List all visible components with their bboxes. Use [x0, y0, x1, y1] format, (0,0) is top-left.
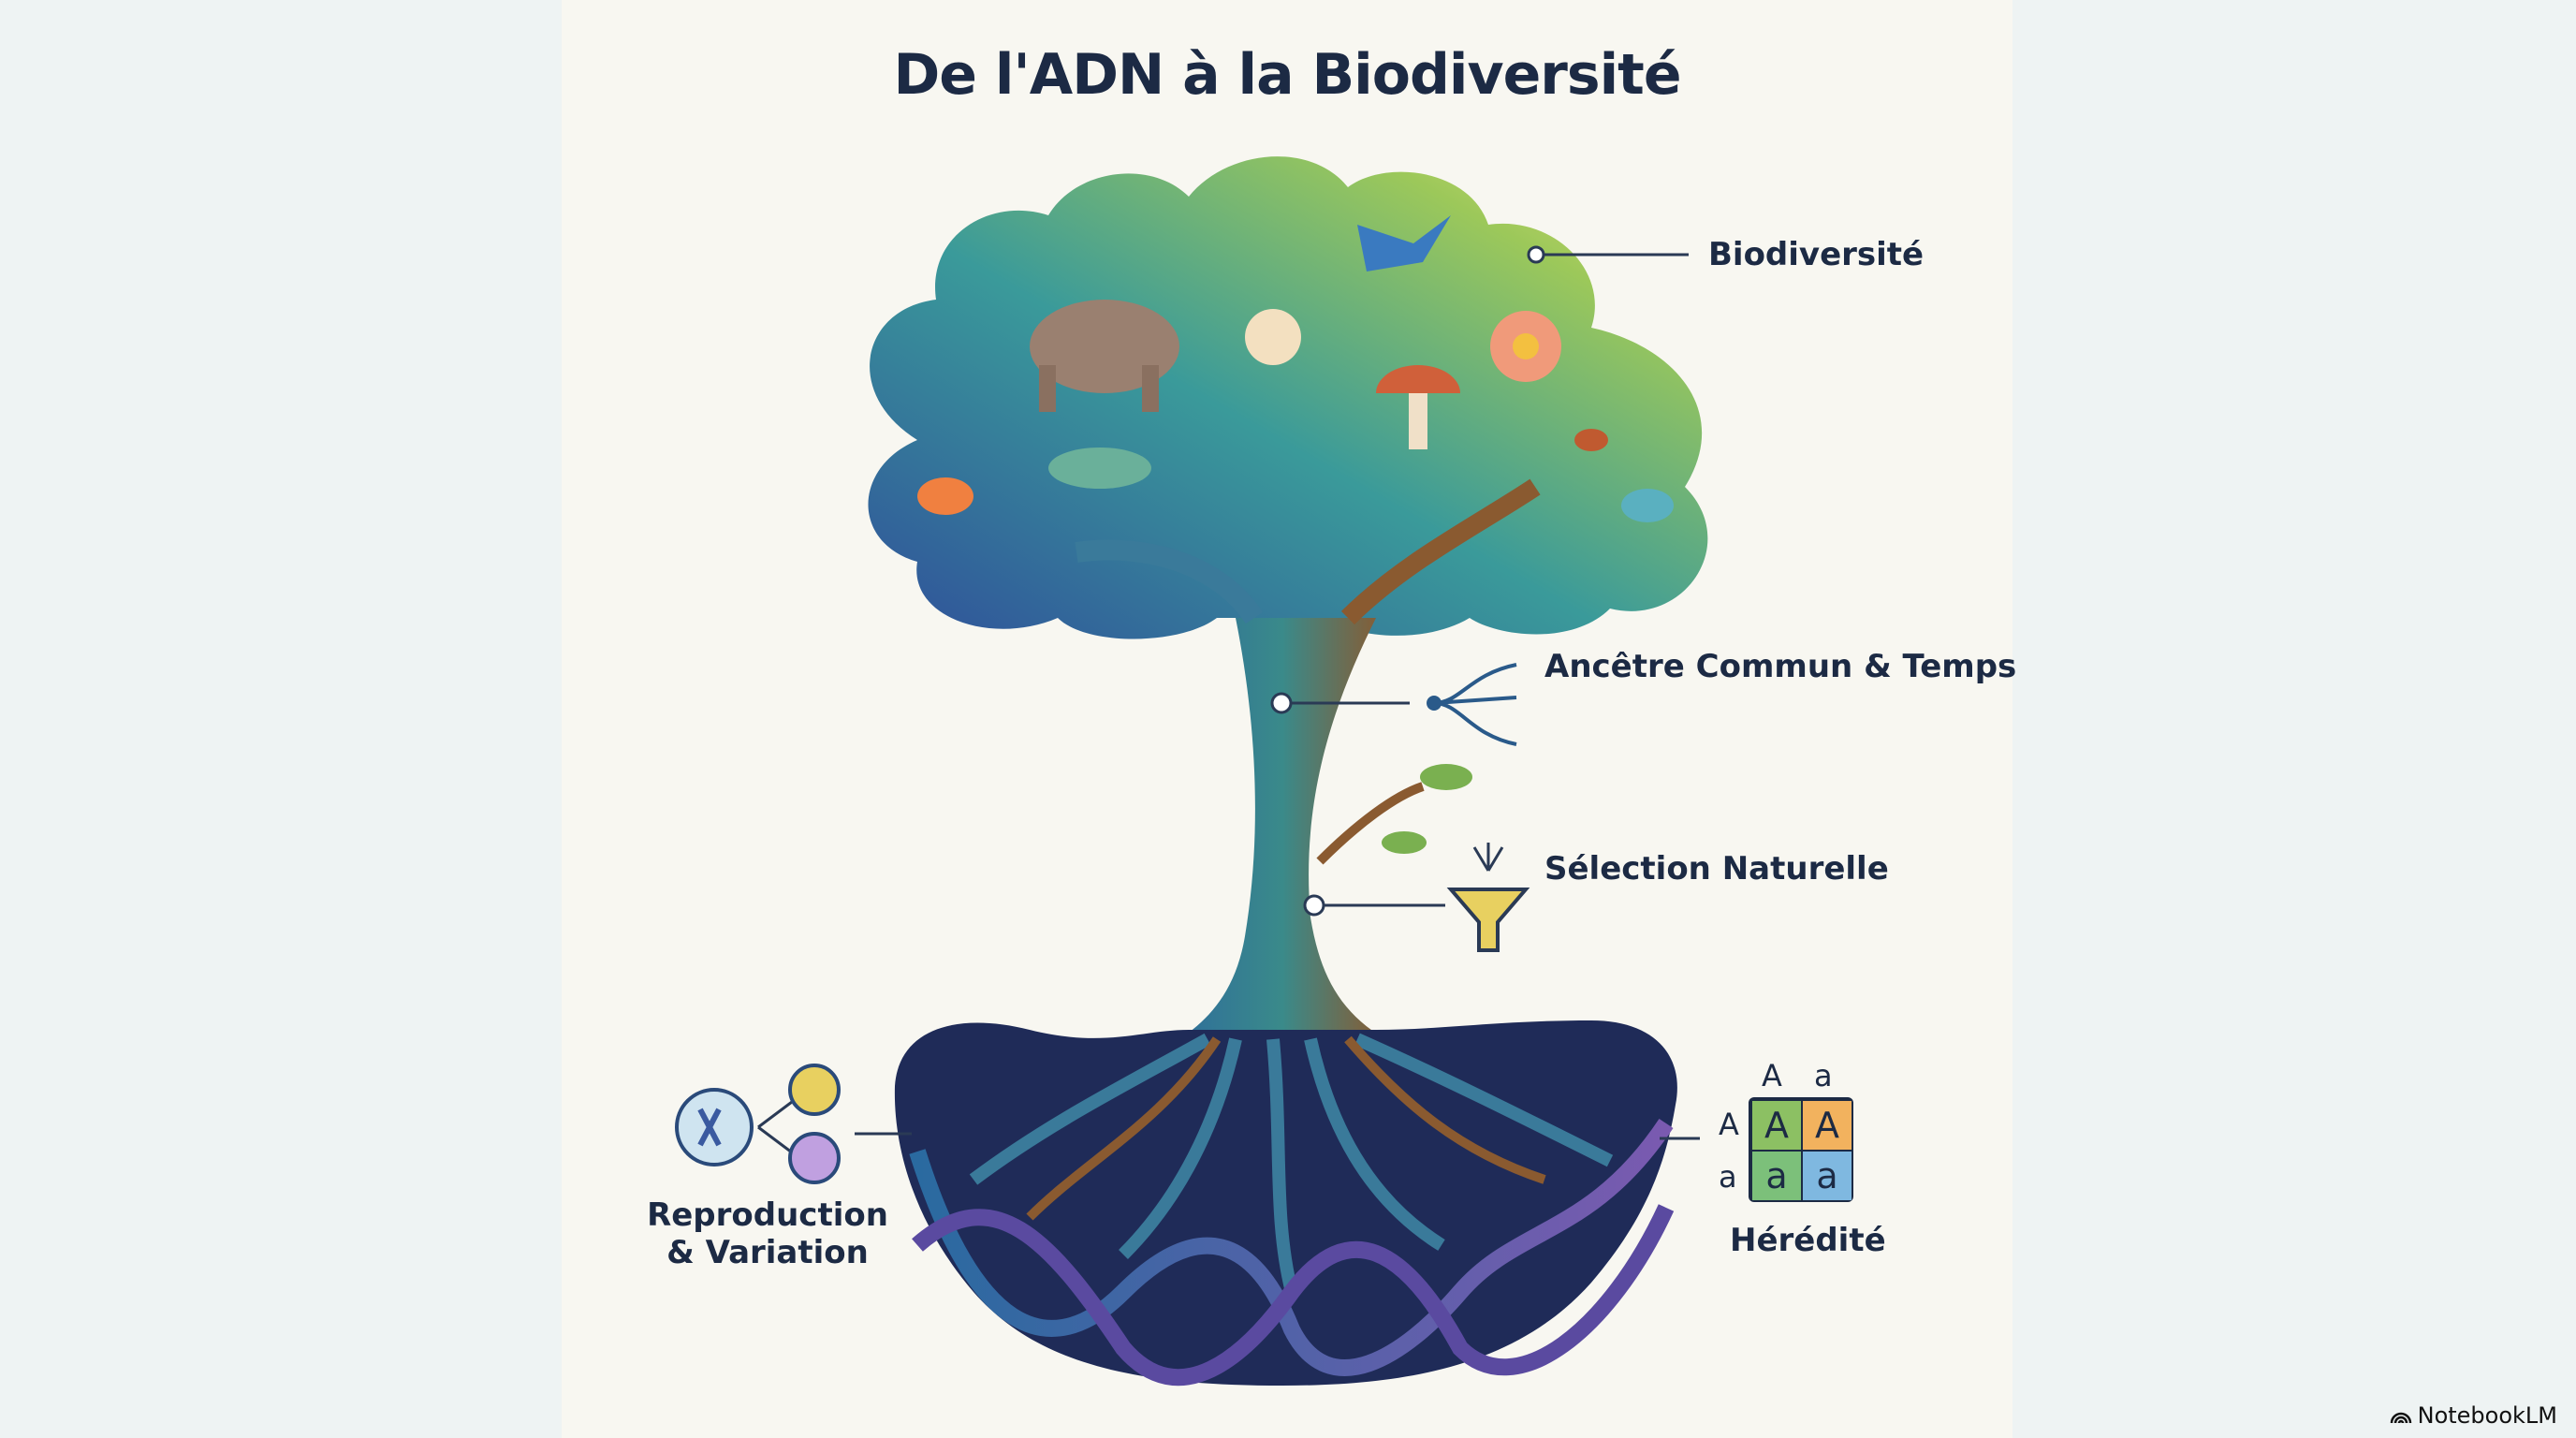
label-natural-selection: Sélection Naturelle: [1544, 850, 1889, 888]
label-heredity: Hérédité: [1730, 1222, 1886, 1259]
label-reproduction-line2: & Variation: [666, 1234, 869, 1271]
branching-icon: [1427, 663, 1517, 746]
notebooklm-brand: NotebookLM: [2390, 1402, 2557, 1429]
allele-side-2: a: [1719, 1159, 1737, 1195]
label-reproduction-variation: Reproduction & Variation: [627, 1196, 908, 1271]
punnett-cell: a: [1752, 1152, 1801, 1200]
dna-helix: [909, 1119, 1675, 1387]
canopy-creatures: [917, 215, 1674, 522]
punnett-cell: A: [1803, 1101, 1852, 1150]
label-common-ancestor: Ancêtre Commun & Temps: [1544, 648, 2017, 685]
brand-label: NotebookLM: [2417, 1402, 2557, 1429]
canopy: [868, 156, 1708, 639]
funnel-icon: [1446, 843, 1530, 952]
page-title: De l'ADN à la Biodiversité: [893, 42, 1681, 108]
connector-lines: [855, 245, 1700, 1140]
cell-division-icon: [675, 1064, 841, 1184]
punnett-cell: a: [1803, 1152, 1852, 1200]
label-biodiversity: Biodiversité: [1708, 236, 1925, 273]
allele-side-1: A: [1719, 1107, 1739, 1142]
punnett-cell: A: [1752, 1101, 1801, 1150]
notebooklm-logo-icon: [2390, 1412, 2411, 1424]
allele-top-1: A: [1762, 1058, 1782, 1093]
trunk: [1075, 478, 1541, 1039]
label-reproduction-line1: Reproduction: [647, 1196, 888, 1234]
punnett-square: A a A a A A a a: [1704, 1058, 1872, 1208]
allele-top-2: a: [1814, 1058, 1833, 1093]
